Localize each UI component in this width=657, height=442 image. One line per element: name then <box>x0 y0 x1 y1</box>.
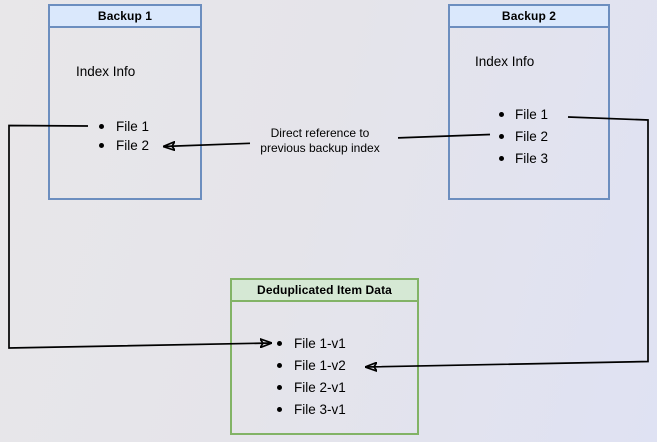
bullet-icon <box>99 124 104 129</box>
backup2-section-label: Index Info <box>475 54 535 69</box>
list-item: File 2 <box>99 136 149 155</box>
bullet-icon <box>277 406 282 412</box>
bullet-icon <box>499 155 504 161</box>
list-item: File 1 <box>499 103 548 125</box>
bullet-icon <box>277 384 282 390</box>
list-item: File 3 <box>499 147 548 169</box>
bullet-icon <box>99 143 104 148</box>
backup1-title: Backup 1 <box>50 6 200 28</box>
dedup-file-list: File 1-v1 File 1-v2 File 2-v1 File 3-v1 <box>277 332 346 420</box>
file-label: File 1-v2 <box>294 357 346 373</box>
edge-annotation-line2: previous backup index <box>260 141 380 155</box>
backup1-file-list: File 1 File 2 <box>99 117 149 155</box>
file-label: File 2 <box>116 138 150 153</box>
list-item: File 3-v1 <box>277 398 346 420</box>
backup2-file-list: File 1 File 2 File 3 <box>499 103 548 169</box>
backup2-box: Backup 2 <box>448 4 610 200</box>
list-item: File 2-v1 <box>277 376 346 398</box>
file-label: File 3-v1 <box>294 401 346 417</box>
edge-annotation: Direct reference to previous backup inde… <box>235 126 405 156</box>
list-item: File 2 <box>499 125 548 147</box>
bullet-icon <box>277 340 282 346</box>
file-label: File 1 <box>515 106 549 122</box>
bullet-icon <box>499 133 504 139</box>
backup1-section-label: Index Info <box>76 64 136 79</box>
backup2-title: Backup 2 <box>450 6 608 28</box>
file-label: File 3 <box>515 150 549 166</box>
edge-annotation-line1: Direct reference to <box>270 126 370 140</box>
dedup-title: Deduplicated Item Data <box>232 280 417 302</box>
list-item: File 1-v2 <box>277 354 346 376</box>
bullet-icon <box>499 111 504 117</box>
file-label: File 2-v1 <box>294 379 346 395</box>
backup1-box: Backup 1 <box>48 4 202 200</box>
file-label: File 1-v1 <box>294 335 346 351</box>
list-item: File 1-v1 <box>277 332 346 354</box>
file-label: File 1 <box>116 119 150 134</box>
list-item: File 1 <box>99 117 149 136</box>
file-label: File 2 <box>515 128 549 144</box>
bullet-icon <box>277 362 282 368</box>
